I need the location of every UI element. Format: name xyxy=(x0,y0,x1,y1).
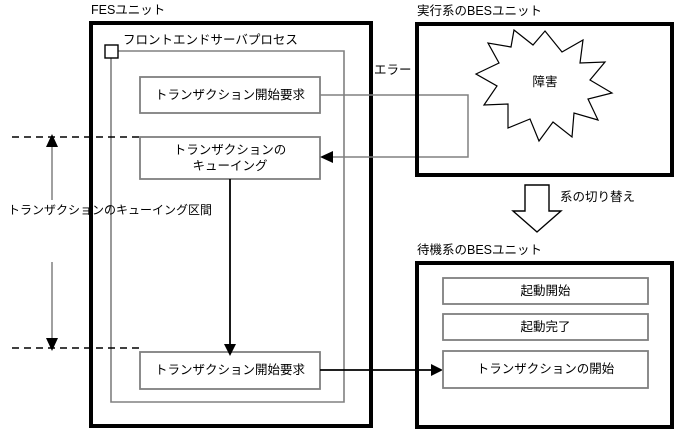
fes-unit-frame xyxy=(89,21,373,428)
standby-bes-unit-title: 待機系のBESユニット xyxy=(417,243,543,257)
error-flow-path xyxy=(320,94,469,158)
failure-burst-shape xyxy=(474,28,614,143)
fes-to-standby-bes-arrowhead xyxy=(431,364,443,376)
fes-step-box-transaction-start-bottom xyxy=(139,351,321,390)
standby-bes-step-box-2 xyxy=(442,350,649,389)
queuing-to-start-request-arrowhead xyxy=(224,344,236,356)
standby-bes-step-box-1 xyxy=(442,313,649,341)
front-end-process-frame xyxy=(110,50,345,403)
fes-unit-title: FESユニット xyxy=(91,3,166,17)
queuing-span-label: トランザクションのキューイング区間 xyxy=(8,203,213,217)
system-switch-block-arrow xyxy=(511,184,563,233)
front-end-process-label: フロントエンドサーバプロセス xyxy=(123,33,298,47)
error-edge-label: エラー xyxy=(374,63,412,77)
fes-step-box-transaction-queuing xyxy=(139,136,321,180)
span-arrowhead-up xyxy=(46,134,58,147)
span-arrowhead-down xyxy=(46,338,58,351)
standby-bes-step-box-0 xyxy=(442,277,649,305)
active-bes-unit-frame xyxy=(415,22,674,177)
process-marker-square xyxy=(104,44,119,59)
active-bes-unit-title: 実行系のBESユニット xyxy=(417,4,543,18)
standby-bes-unit-frame xyxy=(415,261,674,429)
error-flow-arrowhead xyxy=(320,151,333,163)
fes-step-box-transaction-start-top xyxy=(139,76,321,114)
system-switch-label: 系の切り替え xyxy=(560,190,636,204)
